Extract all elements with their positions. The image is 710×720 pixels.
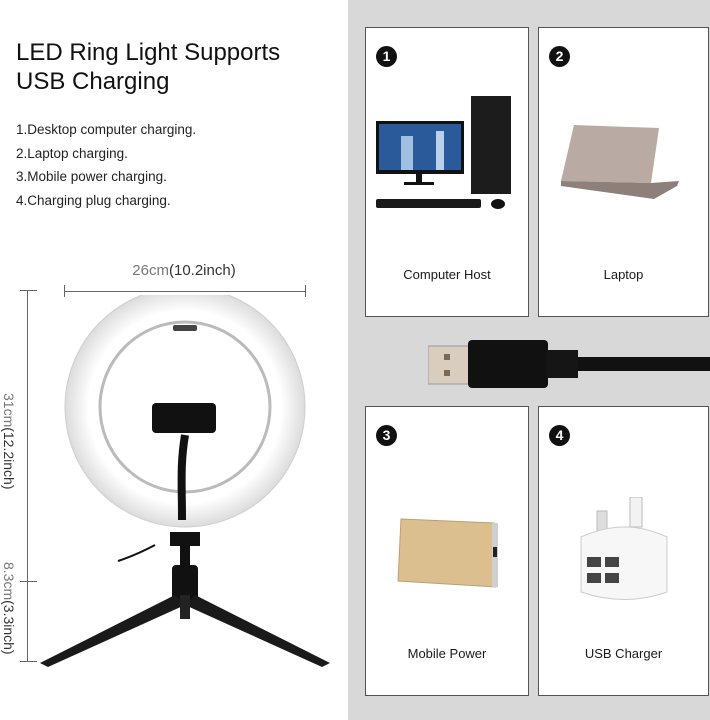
number-badge: 1 [376,46,397,67]
card-label: Laptop [603,267,644,282]
card-laptop: 2 Laptop [538,27,709,317]
dimension-tick [20,661,37,662]
number-badge: 2 [549,46,570,67]
width-cm: 26cm [132,262,169,279]
number-badge: 4 [549,425,570,446]
feature-item: 2.Laptop charging. [16,145,128,161]
feature-item: 3.Mobile power charging. [16,169,167,184]
height-in: (12.2inch) [1,427,17,490]
right-panel: 1 Computer Host 2 Laptop 3 [348,0,710,720]
title-line-1: LED Ring Light Supports [16,39,281,66]
base-in: (3.3inch) [1,600,17,655]
laptop-image [561,125,679,199]
dimension-tick [20,581,37,582]
card-label: USB Charger [584,646,663,661]
dimension-tick [305,285,306,297]
power-bank-image [397,518,498,588]
ring-light-image [40,295,330,667]
card-mobile-power: 3 Mobile Power [365,406,529,696]
feature-list: 1.Desktop computer charging. 2.Laptop ch… [16,118,196,212]
width-dimension-line [64,291,306,292]
left-panel: LED Ring Light Supports USB Charging 1.D… [0,0,348,720]
height-dimension-label: 31cm(12.2inch) [1,393,17,490]
card-computer-host: 1 Computer Host [365,27,529,317]
width-dimension-label: 26cm(10.2inch) [64,262,304,279]
usb-cable-image [428,340,710,388]
feature-item: 4.Charging plug charging. [16,192,171,208]
dimension-tick [64,285,65,297]
card-usb-charger: 4 USB Charger [538,406,709,696]
base-cm: 8.3cm [1,562,17,601]
dimension-tick [20,290,37,291]
height-cm: 31cm [1,393,17,428]
title-line-2: USB Charging [16,68,170,95]
number-badge: 3 [376,425,397,446]
base-dimension-label: 8.3cm(3.3inch) [1,562,17,655]
card-label: Mobile Power [407,646,487,661]
card-label: Computer Host [403,267,491,282]
height-dimension-line [27,290,28,661]
width-in: (10.2inch) [168,262,236,279]
page-title: LED Ring Light Supports USB Charging [16,38,280,96]
usb-charger-image [580,497,668,600]
feature-item: 1.Desktop computer charging. [16,122,197,137]
desktop-computer-image [376,96,511,209]
